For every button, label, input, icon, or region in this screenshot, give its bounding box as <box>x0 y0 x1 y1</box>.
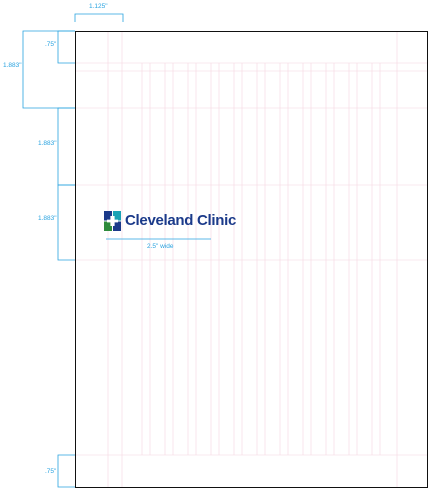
cleveland-clinic-cross-mark-icon <box>104 211 121 231</box>
bottom-margin-bracket <box>57 454 75 488</box>
top-margin-large-bracket <box>22 30 75 109</box>
logo-width-label: 2.5" wide <box>147 243 174 250</box>
letterhead-page <box>75 31 428 488</box>
top-margin-small-label: .75" <box>45 41 57 48</box>
top-margin-large-label: 1.883" <box>3 62 22 69</box>
left-segment-1-label: 1.883" <box>38 140 57 147</box>
logo-quad-bottom-right <box>113 221 121 231</box>
left-segment-2-label: 1.883" <box>38 215 57 222</box>
logo-wordmark: Cleveland Clinic <box>125 212 237 229</box>
bottom-margin-label: .75" <box>45 468 57 475</box>
logo-quad-top-left <box>104 211 112 221</box>
left-segment-2-bracket <box>57 184 75 261</box>
top-width-label: 1.125" <box>89 3 108 10</box>
logo-quad-bottom-left <box>104 221 112 231</box>
top-width-bracket <box>74 13 124 22</box>
top-margin-small-bracket <box>57 30 75 64</box>
logo-cross <box>107 216 118 226</box>
logo-quad-top-right <box>113 211 121 221</box>
left-segment-1-bracket <box>57 107 75 186</box>
